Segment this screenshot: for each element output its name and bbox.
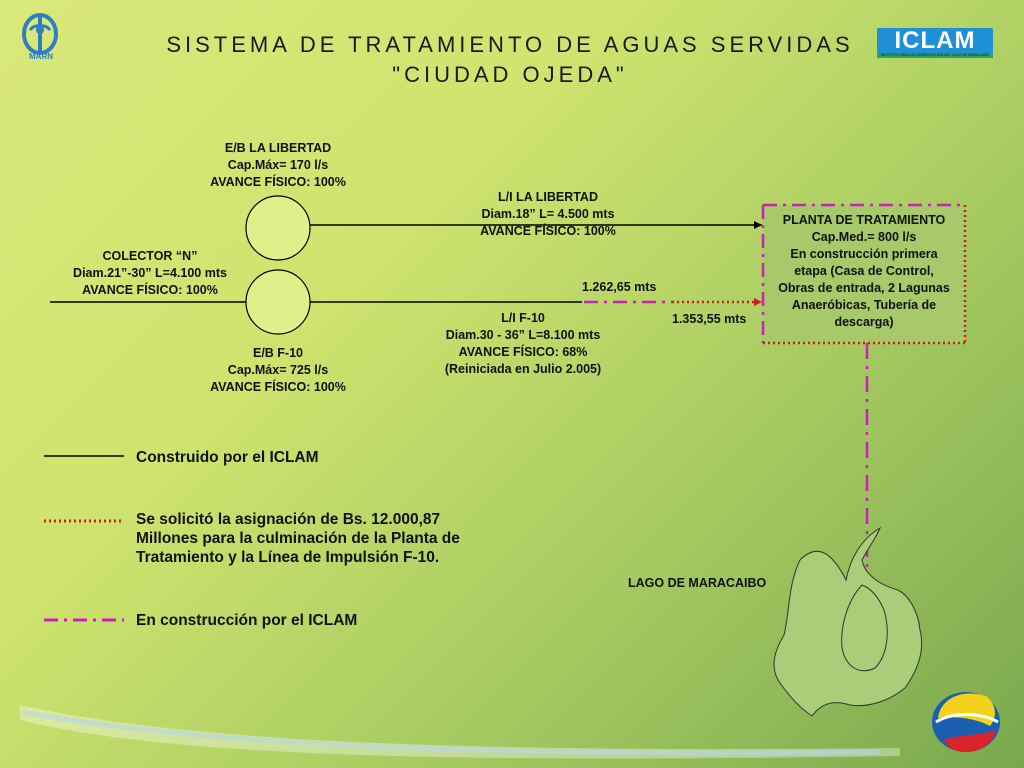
station-f10-circle: [245, 269, 311, 335]
globe-logo: [932, 692, 1000, 752]
distance-1-label: 1.262,65 mts: [582, 280, 657, 294]
plant-box-fill: [763, 205, 965, 343]
legend-requested-text: Se solicitó la asignación de Bs. 12.000,…: [136, 511, 460, 566]
line-libertad-label: L/I LA LIBERTAD Diam.18” L= 4.500 mts AV…: [480, 190, 616, 238]
iclam-logo: [877, 28, 993, 58]
page-title-line2: "CIUDAD OJEDA": [392, 62, 628, 87]
page-title-line1: SISTEMA DE TRATAMIENTO DE AGUAS SERVIDAS: [166, 32, 854, 57]
distance-2-label: 1.353,55 mts: [672, 312, 747, 326]
marn-logo: [22, 13, 58, 55]
iclam-logo-label: ICLAM: [894, 27, 976, 54]
page-title: SISTEMA DE TRATAMIENTO DE AGUAS SERVIDAS…: [150, 30, 870, 90]
f10-arrow: [754, 298, 762, 306]
bottom-swoosh-2: [21, 709, 881, 756]
lake-label: LAGO DE MARACAIBO: [628, 576, 767, 590]
libertad-arrow: [754, 221, 762, 229]
iclam-logo-subtitle: INSTITUTO PARA LA CONSERVACIÓN DEL LAGO …: [880, 53, 990, 57]
station-libertad-circle: [245, 195, 311, 261]
marn-logo-label: MARN: [29, 52, 53, 61]
station-libertad-label: E/B LA LIBERTAD Cap.Máx= 170 l/s AVANCE …: [210, 141, 346, 189]
legend-construction-text: En construcción por el ICLAM: [136, 612, 358, 629]
station-f10-label: E/B F-10 Cap.Máx= 725 l/s AVANCE FÍSICO:…: [210, 346, 346, 394]
legend-built-text: Construido por el ICLAM: [136, 449, 319, 466]
line-f10-label: L/I F-10 Diam.30 - 36” L=8.100 mts AVANC…: [444, 311, 602, 376]
bottom-swoosh: [20, 705, 900, 759]
lake-inner: [841, 584, 888, 672]
collector-label: COLECTOR “N” Diam.21”-30” L=4.100 mts AV…: [73, 249, 227, 297]
plant-label: PLANTA DE TRATAMIENTO Cap.Med.= 800 l/s …: [778, 213, 950, 329]
